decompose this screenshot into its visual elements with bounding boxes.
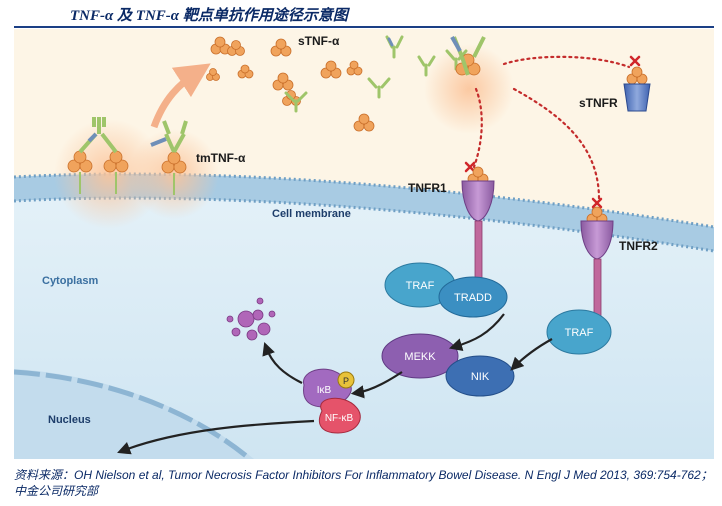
title-rule [14, 26, 714, 28]
stnfr [623, 66, 651, 112]
mekk-label: MEKK [404, 351, 436, 363]
source-note: 资料来源：OH Nielson et al, Tumor Necrosis Fa… [14, 468, 713, 498]
degraded-fragments [226, 297, 276, 341]
stnf-alpha-label: sTNF-α [298, 34, 340, 48]
tmtnf-complexes [67, 117, 188, 195]
nfkb-protein [318, 397, 361, 434]
nik-label: NIK [471, 371, 490, 383]
tradd-label: TRADD [454, 292, 492, 304]
nucleus-label: Nucleus [48, 414, 91, 426]
stnf-antibody-complex [450, 36, 486, 76]
block-markers [464, 55, 641, 209]
blocked-paths [472, 55, 631, 201]
tradd-protein [438, 276, 508, 318]
stnfr-label: sTNFR [579, 96, 618, 110]
ikb-label: IκB [317, 385, 332, 396]
phospho-marker [337, 371, 355, 389]
figure-title: TNF-α 及 TNF-α 靶点单抗作用途径示意图 [70, 8, 348, 24]
tmtnf-glow [54, 119, 164, 229]
release-arrow [150, 63, 211, 129]
tnf-pathway-diagram: sTNF-α tmTNF-α sTNFR TNFR1 TNFR2 Cell me… [14, 29, 714, 459]
tnfr2 [580, 206, 614, 320]
traf-right-protein [546, 309, 612, 355]
tnfr1 [461, 166, 495, 292]
phospho-label: P [343, 376, 349, 386]
cell-membrane-label: Cell membrane [272, 208, 351, 220]
tmtnf-alpha-label: tmTNF-α [196, 151, 246, 165]
signal-arrows [117, 313, 553, 455]
traf-right-label: TRAF [565, 327, 594, 339]
cytoplasm-region [14, 186, 714, 459]
stnf-glow [424, 44, 514, 134]
nfkb-label: NF-κB [325, 413, 354, 424]
nik-protein [445, 355, 515, 397]
cytoplasm-label: Cytoplasm [42, 275, 98, 287]
mekk-protein [381, 333, 459, 379]
traf-left-label: TRAF [406, 280, 435, 292]
tnfr1-label: TNFR1 [408, 181, 447, 195]
stnf-trimers [206, 36, 375, 132]
nucleus [14, 369, 254, 459]
tnfr2-label: TNFR2 [619, 239, 658, 253]
